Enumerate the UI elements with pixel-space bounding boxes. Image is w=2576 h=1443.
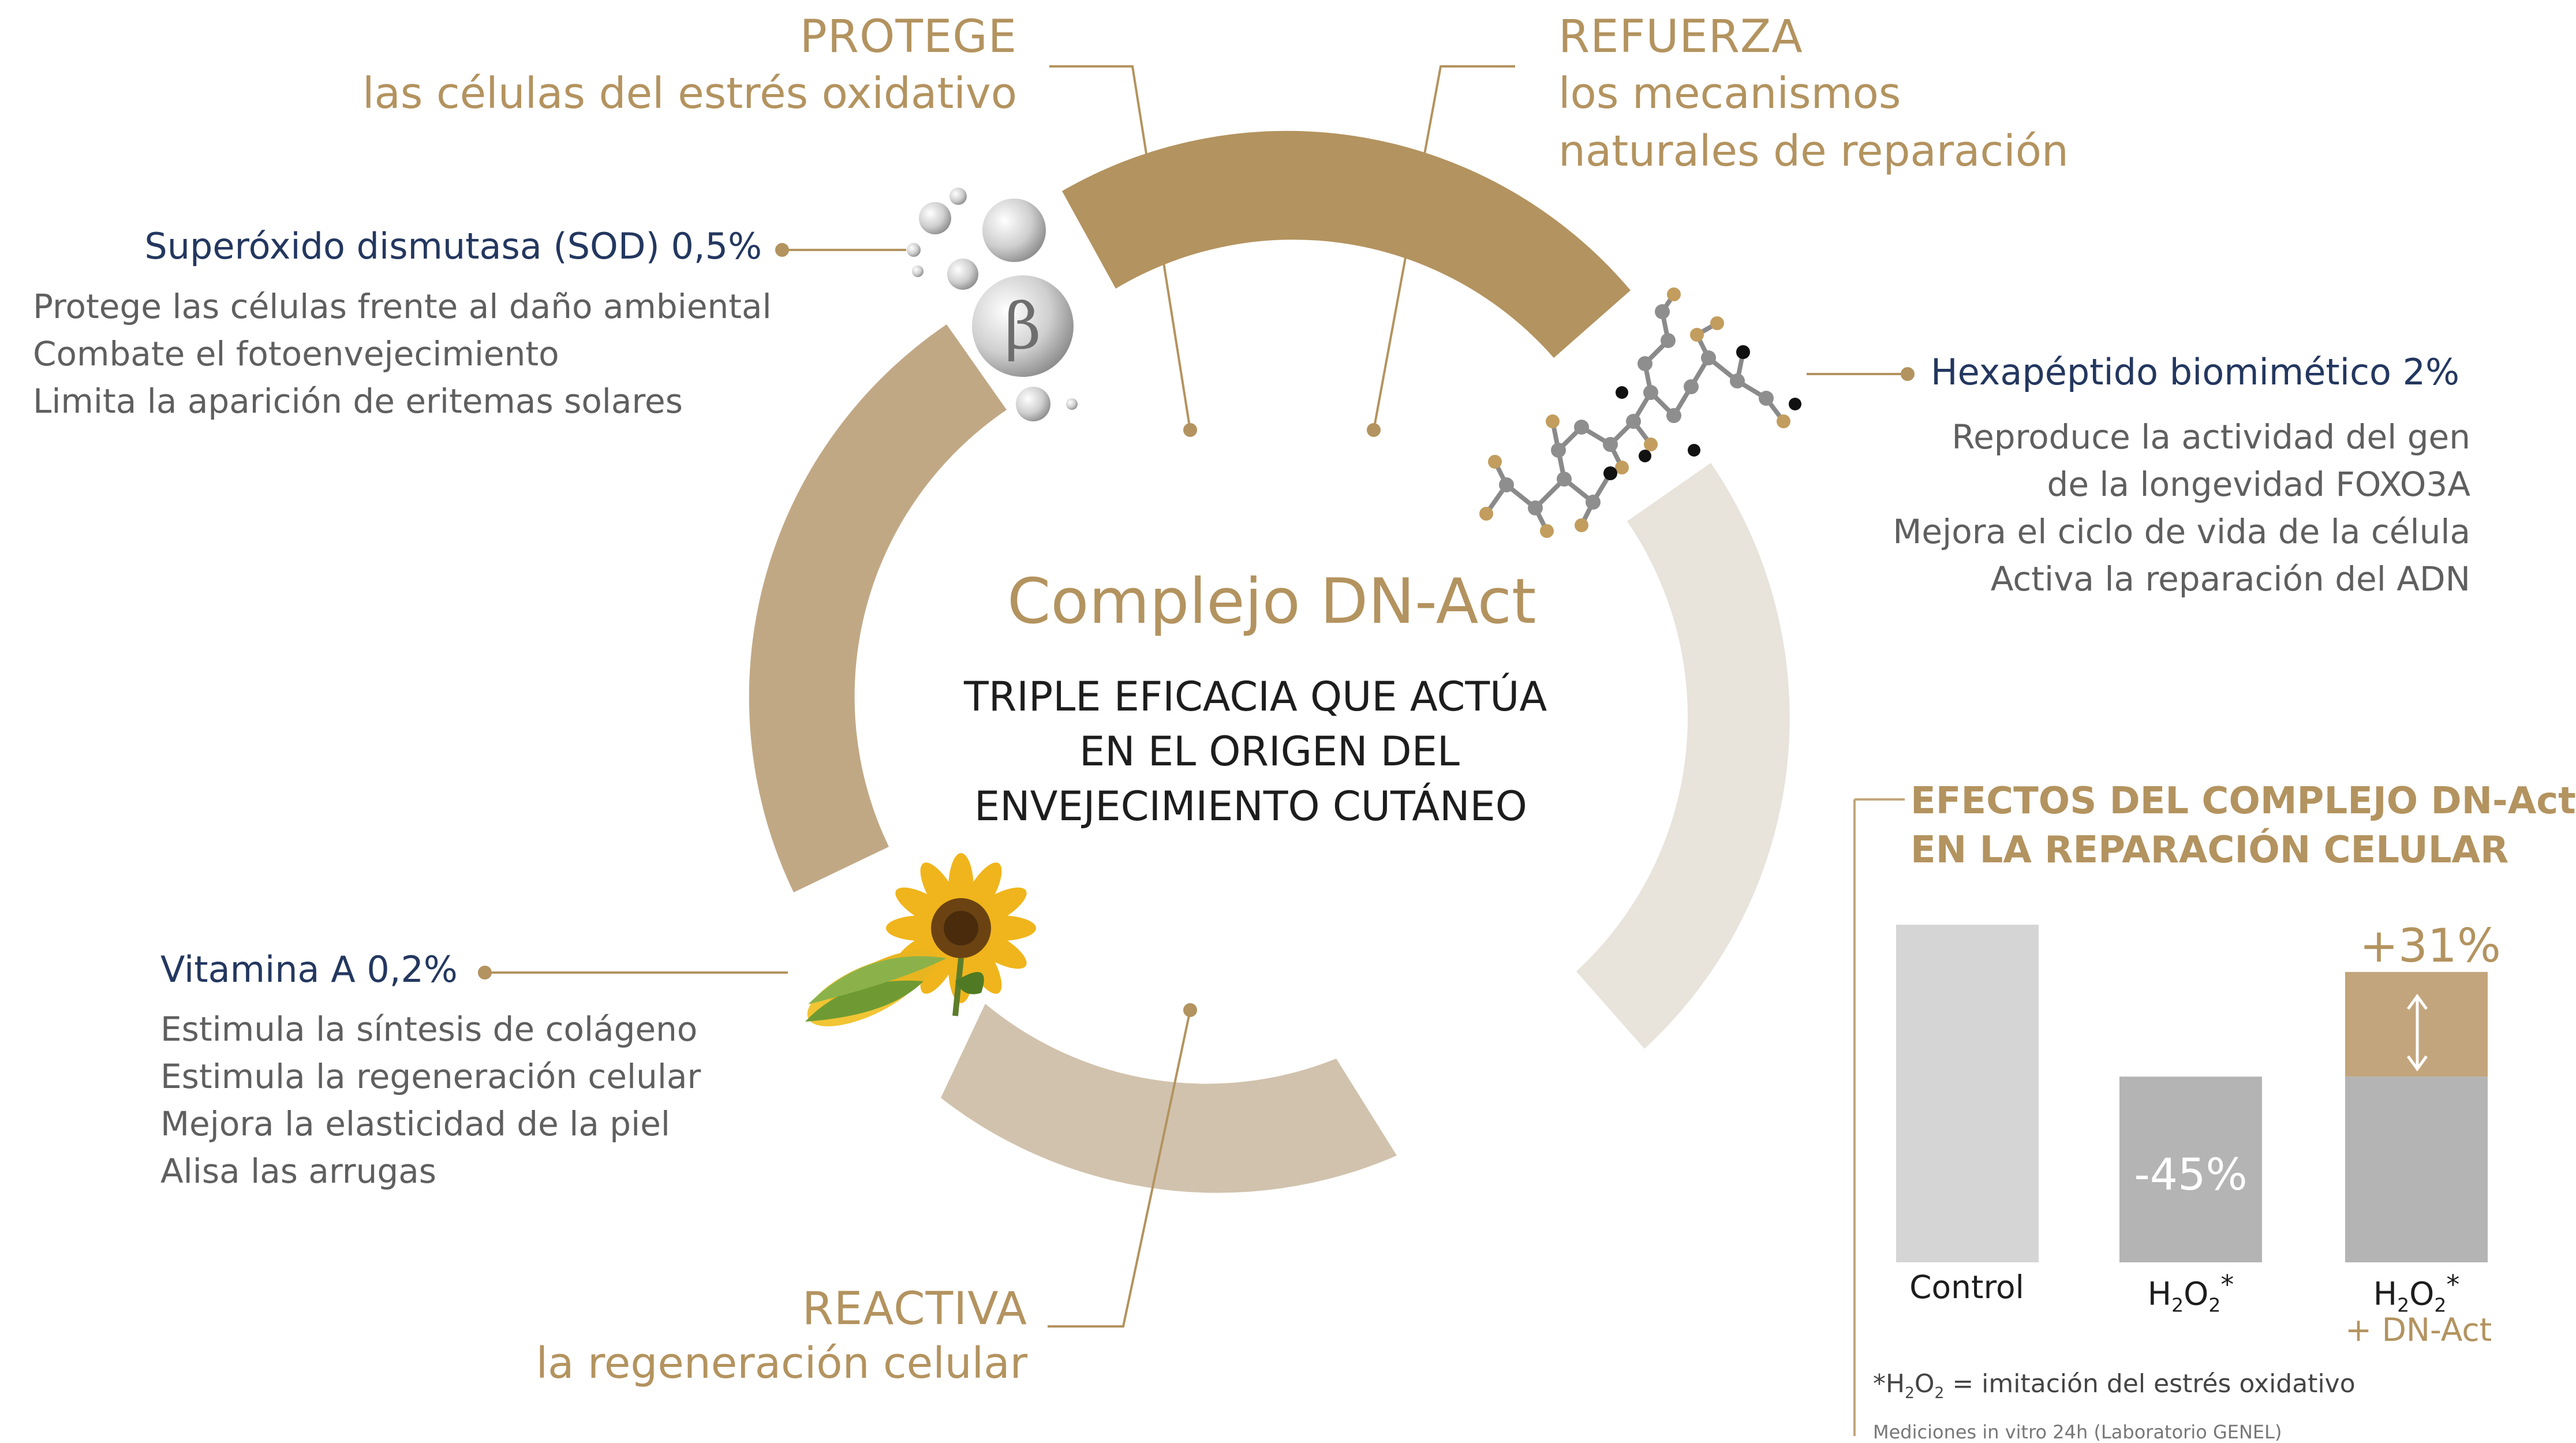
- leader-dot-refuerza: [1367, 423, 1381, 437]
- leader-line-refuerza: [1373, 65, 1515, 431]
- x-label-h2o2-dnact-o: O: [2409, 1275, 2435, 1313]
- x-label-h2o2-dnact-star: *: [2446, 1269, 2460, 1300]
- x-label-h2o2-h: H: [2147, 1275, 2172, 1313]
- bar-1: [1896, 925, 2039, 1262]
- x-label-h2o2-o: O: [2184, 1275, 2209, 1313]
- ring-segment-left: [749, 324, 1007, 892]
- footnote-o: O: [1914, 1369, 1935, 1399]
- bar-3: [2345, 1076, 2488, 1262]
- x-label-control: Control: [1909, 1269, 2024, 1306]
- center-title: Complejo DN-Act: [1007, 566, 1536, 638]
- bar-value-h2o2: -45%: [2134, 1149, 2248, 1200]
- x-label-h2o2-dnact: H2O2*: [2345, 1269, 2488, 1316]
- vitamin-a-item-3: Mejora la elasticidad de la piel: [160, 1104, 671, 1143]
- vitamin-a-item-4: Alisa las arrugas: [160, 1152, 436, 1191]
- footnote-text: = imitación del estrés oxidativo: [1944, 1369, 2356, 1399]
- ring-segment-bottom: [941, 1004, 1397, 1193]
- chart-bars: [1896, 925, 2488, 1262]
- leader-dot-reactiva: [1183, 1003, 1197, 1017]
- hexapeptide-item-4: Activa la reparación del ADN: [1990, 559, 2470, 599]
- leader-line-reactiva: [1048, 1010, 1191, 1328]
- leader-dot-hexapeptide: [1901, 367, 1915, 381]
- x-label-h2o2-sub2: 2: [2208, 1294, 2221, 1317]
- hexapeptide-item-1: Reproduce la actividad del gen: [1951, 417, 2470, 457]
- chart-title-line1: EFECTOS DEL COMPLEJO DN-Act: [1910, 780, 2576, 823]
- bar-value-dnact: +31%: [2360, 919, 2501, 973]
- segment-title-refuerza: REFUERZA: [1558, 11, 1803, 63]
- footnote-star: *: [1873, 1369, 1886, 1399]
- infographic: β: [33, 11, 2576, 1443]
- sod-item-1: Protege las células frente al daño ambie…: [33, 287, 772, 326]
- molecule-icon: [1479, 287, 1801, 538]
- segment-subtitle-refuerza-line2: naturales de reparación: [1558, 126, 2069, 176]
- x-label-h2o2: H2O2*: [2119, 1269, 2262, 1316]
- ingredient-title-hexapeptide: Hexapéptido biomimético 2%: [1931, 351, 2460, 393]
- ring-segment-top: [1062, 130, 1631, 358]
- footnote-sub2: 2: [1934, 1384, 1945, 1402]
- leader-dot-protege: [1183, 423, 1197, 437]
- footnote-sub1: 2: [1905, 1384, 1915, 1402]
- diagram-graphics: β: [478, 65, 2488, 1436]
- hexapeptide-item-3: Mejora el ciclo de vida de la célula: [1893, 512, 2470, 551]
- vitamin-a-item-1: Estimula la síntesis de colágeno: [160, 1010, 698, 1049]
- chart-title-line2: EN LA REPARACIÓN CELULAR: [1910, 829, 2509, 872]
- bar-2: [2119, 1076, 2262, 1262]
- chart-footnote-2: Mediciones in vitro 24h (Laboratorio GEN…: [1873, 1421, 2282, 1443]
- ring-segment-right: [1576, 463, 1790, 1049]
- x-label-h2o2-star: *: [2220, 1269, 2234, 1300]
- x-label-h2o2-sub1: 2: [2171, 1294, 2184, 1317]
- segment-subtitle-refuerza-line1: los mecanismos: [1558, 69, 1901, 118]
- leader-dot-sod: [775, 243, 789, 257]
- vitamin-a-item-2: Estimula la regeneración celular: [160, 1057, 701, 1096]
- segment-subtitle-reactiva: la regeneración celular: [536, 1339, 1027, 1388]
- ingredient-title-sod: Superóxido dismutasa (SOD) 0,5%: [144, 225, 762, 267]
- center-subtitle-line2: EN EL ORIGEN DEL: [1079, 728, 1460, 775]
- footnote-h: H: [1886, 1369, 1905, 1399]
- sod-item-3: Limita la aparición de eritemas solares: [33, 382, 683, 421]
- increase-arrow-icon: [2406, 993, 2428, 1072]
- leader-dot-vitamin: [478, 966, 492, 980]
- leader-line-protege: [1049, 65, 1191, 431]
- x-label-h2o2-dnact-sub1: 2: [2397, 1294, 2410, 1317]
- beta-glyph: β: [1004, 289, 1041, 363]
- x-label-h2o2-dnact-sub2: 2: [2434, 1294, 2447, 1317]
- ingredient-title-vitamin-a: Vitamina A 0,2%: [160, 948, 458, 990]
- segment-subtitle-protege: las células del estrés oxidativo: [362, 69, 1017, 118]
- center-subtitle-line3: ENVEJECIMIENTO CUTÁNEO: [974, 783, 1527, 830]
- chart-footnote: *H2O2 = imitación del estrés oxidativo: [1873, 1369, 2356, 1402]
- x-label-h2o2-dnact-h: H: [2373, 1275, 2398, 1313]
- center-subtitle-line1: TRIPLE EFICACIA QUE ACTÚA: [964, 673, 1547, 720]
- beta-bubbles-icon: β: [907, 188, 1078, 421]
- hexapeptide-item-2: de la longevidad FOXO3A: [2047, 465, 2471, 504]
- sunflower-corn-icon: [805, 853, 1036, 1027]
- sod-item-2: Combate el fotoenvejecimiento: [33, 334, 559, 373]
- x-label-dnact-extra: + DN-Act: [2345, 1311, 2492, 1348]
- segment-title-protege: PROTEGE: [799, 11, 1017, 63]
- segment-title-reactiva: REACTIVA: [802, 1283, 1027, 1335]
